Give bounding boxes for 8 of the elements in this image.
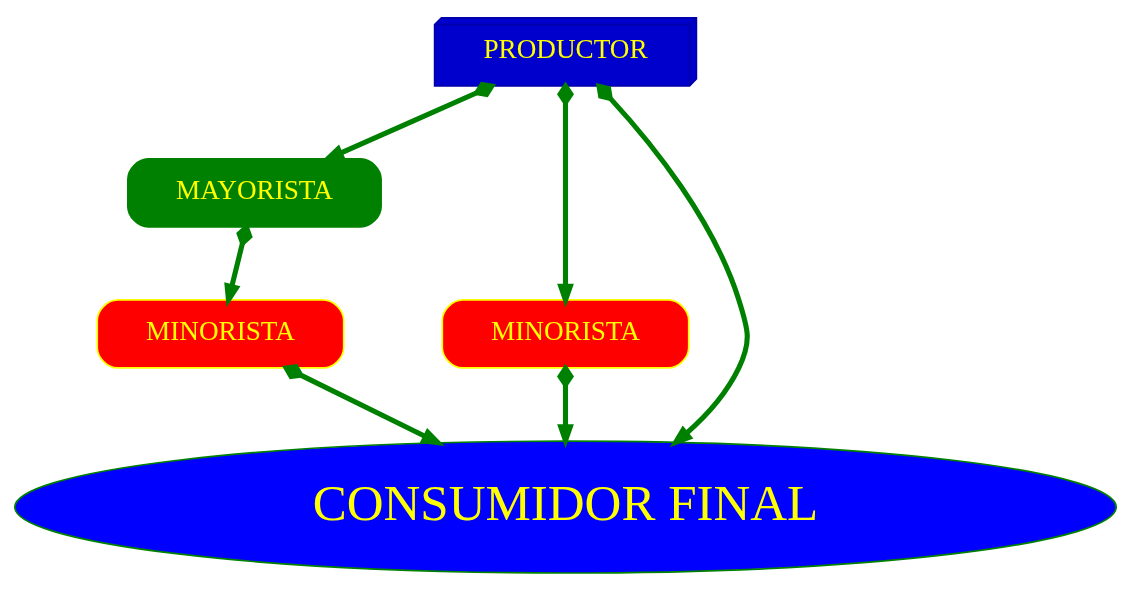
arrow	[282, 363, 445, 446]
node-ellipse: CONSUMIDOR FINAL	[13, 439, 1118, 574]
arrow	[557, 80, 574, 308]
node-box: MINORISTA	[96, 298, 345, 369]
arrow	[595, 82, 750, 447]
node-box: MAYORISTA	[127, 157, 382, 228]
arrow	[557, 363, 574, 448]
node-box: MINORISTA	[441, 298, 690, 369]
